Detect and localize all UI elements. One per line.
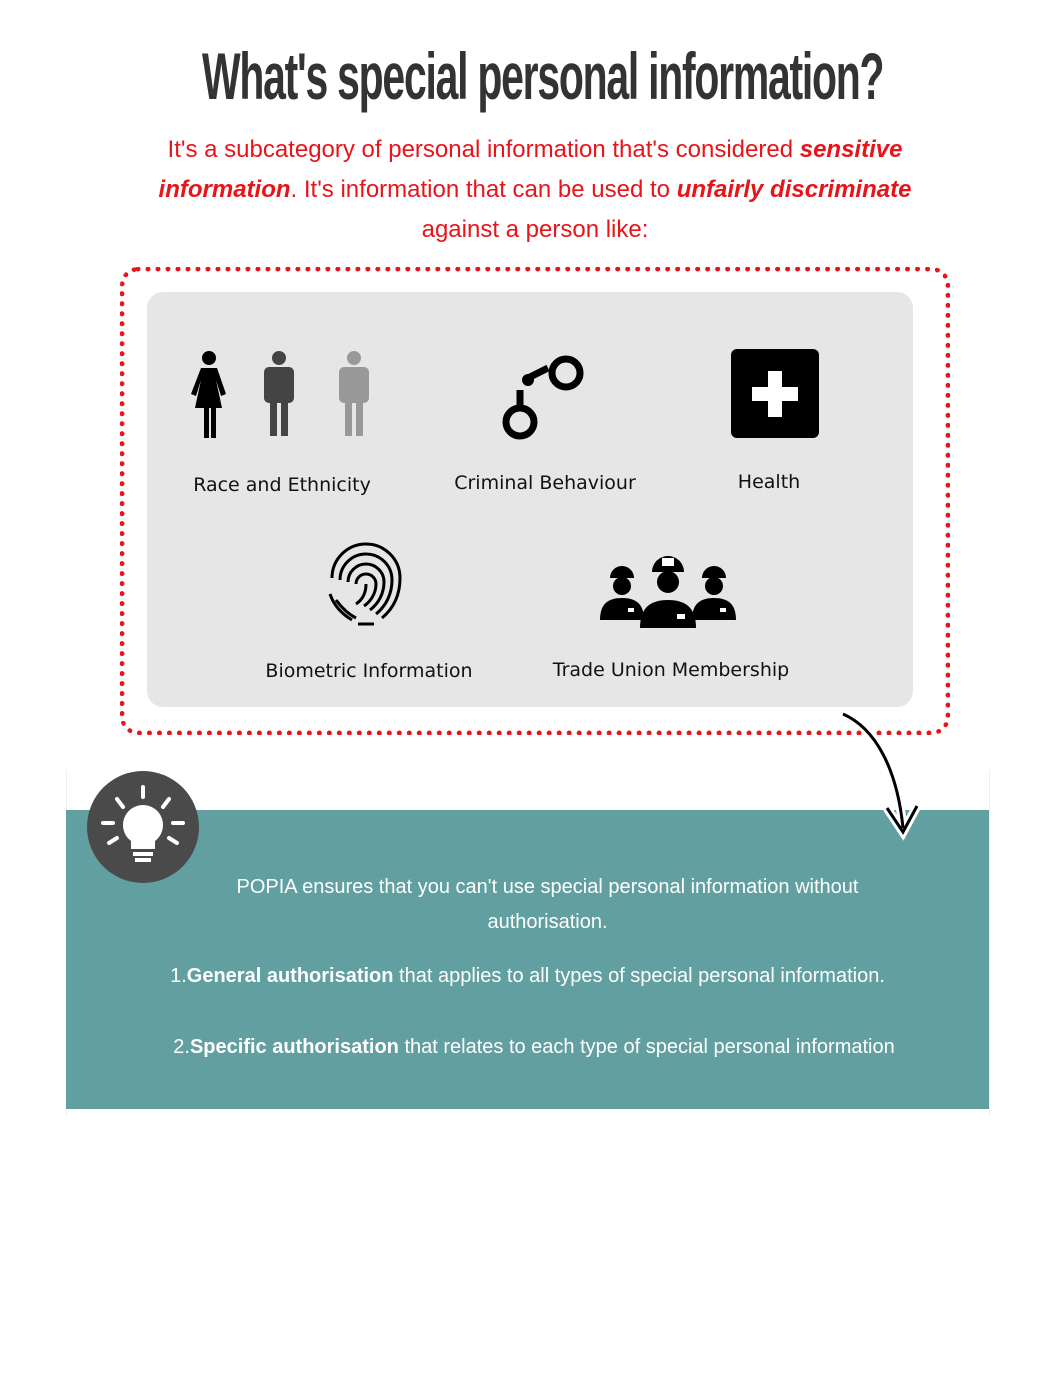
category-label-biometric: Biometric Information xyxy=(265,660,473,682)
tip-item-1-text: that applies to all types of special per… xyxy=(393,965,885,987)
handcuffs-icon xyxy=(502,355,584,440)
intro-part3: against a person like: xyxy=(421,216,649,243)
tip-item-2-number: 2. xyxy=(173,1036,190,1058)
category-label-criminal: Criminal Behaviour xyxy=(454,472,636,494)
lightbulb-badge xyxy=(87,771,199,883)
fingerprint-icon xyxy=(328,542,402,626)
intro-part2: . It's information that can be used to xyxy=(290,176,677,203)
medical-cross-icon xyxy=(731,349,819,438)
tip-item-1: 1.General authorisation that applies to … xyxy=(66,965,989,988)
tip-item-2-bold: Specific authorisation xyxy=(189,1036,399,1058)
tip-item-1-number: 1. xyxy=(170,965,187,987)
tip-panel xyxy=(66,810,989,1109)
page-title: What's special personal information? xyxy=(201,39,885,113)
curved-arrow-icon xyxy=(841,709,921,841)
lightbulb-icon xyxy=(101,785,185,862)
category-label-trade-union: Trade Union Membership xyxy=(552,659,790,681)
intro-text: It's a subcategory of personal informati… xyxy=(140,130,930,250)
intro-emphasis-sensitive: sensitive information xyxy=(158,136,903,203)
tip-item-1-bold: General authorisation xyxy=(186,965,394,987)
people-icon xyxy=(191,351,369,438)
category-label-health: Health xyxy=(737,471,801,493)
tip-text: POPIA ensures that you can't use special… xyxy=(236,876,859,933)
category-label-race: Race and Ethnicity xyxy=(193,474,371,496)
dotted-frame xyxy=(120,267,950,735)
tip-item-2-text: that relates to each type of special per… xyxy=(398,1036,895,1058)
intro-emphasis-discriminate: unfairly discriminate xyxy=(676,176,912,203)
workers-icon xyxy=(600,556,736,628)
intro-part1: It's a subcategory of personal informati… xyxy=(167,136,800,163)
tip-item-2: 2.Specific authorisation that relates to… xyxy=(66,1036,1002,1059)
